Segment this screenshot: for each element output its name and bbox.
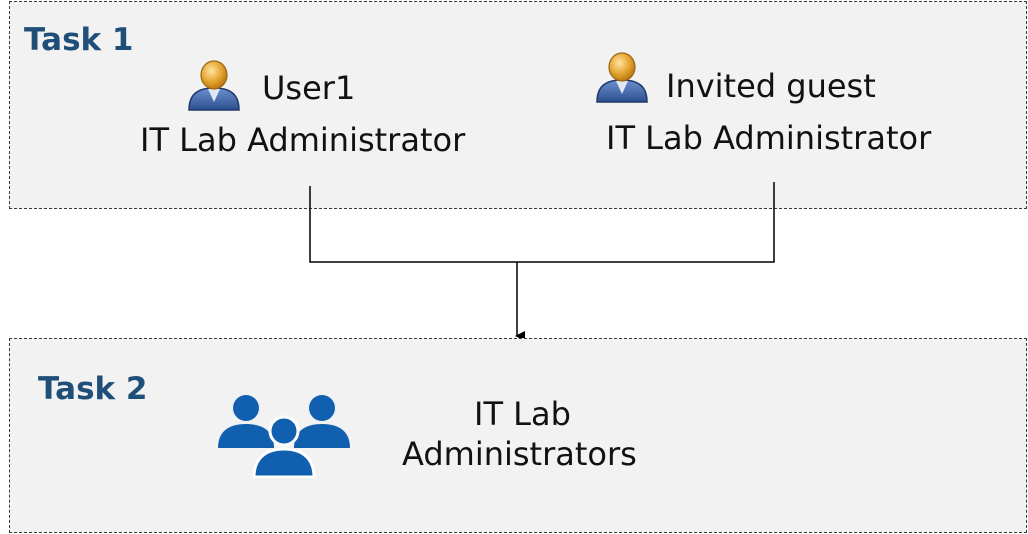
- user1-name: User1: [262, 69, 356, 107]
- user1-role: IT Lab Administrator: [140, 121, 466, 159]
- group-label-line1: IT Lab: [474, 395, 571, 433]
- group-label-line2: Administrators: [402, 435, 637, 473]
- task1-box: [9, 1, 1027, 209]
- task2-box: [9, 338, 1027, 533]
- group-icon: [218, 395, 350, 478]
- task1-title: Task 1: [24, 22, 134, 58]
- task2-title: Task 2: [38, 371, 148, 407]
- user-icon: [188, 60, 240, 111]
- user2-role: IT Lab Administrator: [606, 119, 932, 157]
- user2-name: Invited guest: [666, 67, 876, 105]
- user-icon: [596, 52, 648, 103]
